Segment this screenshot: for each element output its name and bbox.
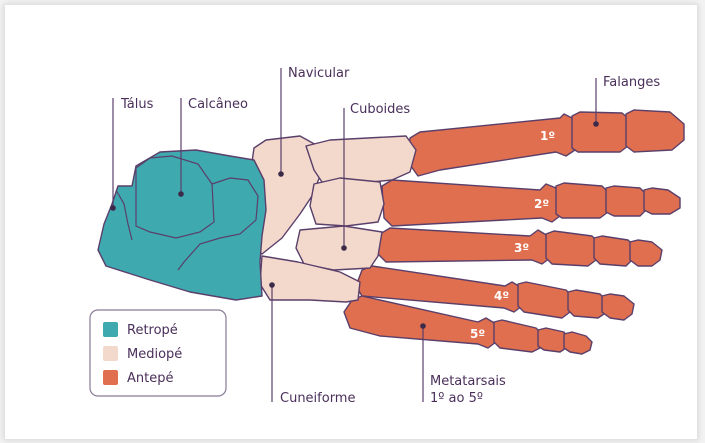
metatarsal-number-5: 5º (470, 327, 485, 341)
metatarsal-number-4: 4º (494, 289, 509, 303)
legend-swatch-mediope (103, 346, 118, 361)
label-falanges: Falanges (603, 75, 660, 90)
calcaneus-bone (98, 150, 266, 300)
metatarsal-number-3: 3º (514, 241, 529, 255)
legend-swatch-antepe (103, 370, 118, 385)
cuneiform-intermediate (310, 178, 384, 226)
phalanx-4-proximal (518, 282, 572, 318)
phalanx-5-proximal (494, 320, 542, 352)
phalanx-3-proximal (546, 231, 598, 266)
legend: Retropé Mediopé Antepé (90, 310, 226, 396)
label-cuneiforme: Cuneiforme (280, 391, 355, 406)
phalanx-2-middle (606, 186, 646, 216)
label-metatarsais-range: 1º ao 5º (430, 391, 483, 406)
phalanx-4-middle (568, 290, 606, 318)
phalanx-5-distal (564, 332, 592, 354)
phalanx-1-proximal (572, 112, 628, 152)
phalanx-3-distal (630, 240, 662, 266)
legend-label-antepe: Antepé (127, 371, 173, 386)
legend-swatch-retrope (103, 322, 118, 337)
phalanx-3-middle (594, 236, 634, 266)
label-metatarsais: Metatarsais (430, 374, 506, 389)
retrope-group (98, 150, 266, 300)
metatarsal-number-2: 2º (534, 197, 549, 211)
label-calcaneo: Calcâneo (188, 97, 248, 112)
cuneiform-medial (306, 136, 416, 184)
phalanx-2-distal (644, 188, 680, 214)
label-cuboides: Cuboides (350, 102, 410, 117)
phalanx-4-distal (602, 294, 634, 320)
label-talus: Tálus (120, 97, 154, 112)
phalanx-2-proximal (556, 183, 608, 218)
metatarsal-1 (408, 114, 575, 176)
label-navicular: Navicular (288, 66, 350, 81)
phalanx-1-distal (626, 110, 684, 152)
metatarsal-number-1: 1º (540, 129, 555, 143)
legend-label-retrope: Retropé (127, 323, 178, 338)
cuneiform-lateral (296, 226, 382, 270)
legend-label-mediope: Mediopé (127, 347, 182, 362)
